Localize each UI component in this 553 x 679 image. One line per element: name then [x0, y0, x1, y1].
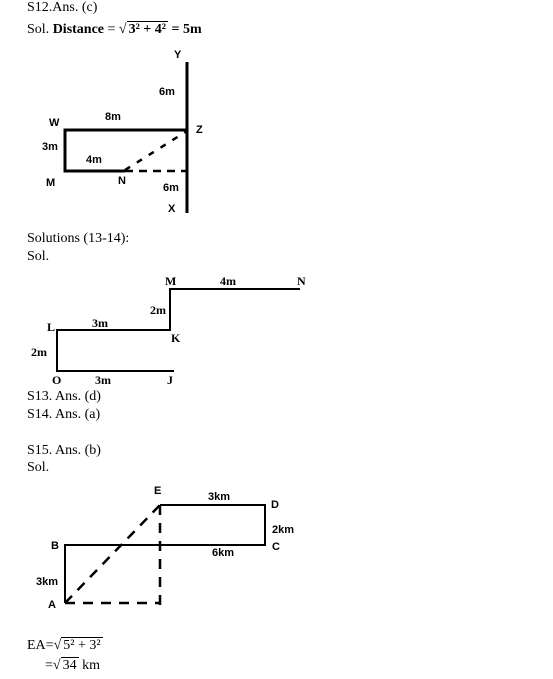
s15-answer: S15. Ans. (b) [27, 443, 101, 458]
ea-prefix: EA= [27, 638, 54, 653]
label-3km-ab: 3km [36, 576, 59, 588]
label-L2: L [47, 320, 56, 334]
sqrt-symbol: √ [53, 638, 62, 653]
label-4m: 4m [86, 154, 102, 166]
label-A3: A [48, 599, 56, 611]
sol-prefix: Sol. [27, 22, 50, 37]
formula-label: Distance [52, 22, 105, 37]
s12-solution-line: Sol. Distance = √3² + 4² = 5m [27, 21, 202, 38]
label-3m-oj: 3m [95, 373, 111, 387]
label-O2: O [52, 373, 62, 387]
label-K2: K [171, 331, 181, 345]
label-2m-lo: 2m [31, 345, 47, 359]
ea-line-2: =√34 km [45, 657, 100, 674]
label-N2: N [297, 274, 306, 288]
label-6m-top: 6m [159, 86, 175, 98]
ea-unit: km [82, 658, 100, 673]
sqrt-symbol: √ [52, 658, 61, 673]
label-M: M [46, 177, 56, 189]
label-Z: Z [196, 124, 203, 136]
label-2km: 2km [272, 524, 295, 536]
label-B3: B [51, 540, 59, 552]
label-N: N [118, 175, 126, 187]
label-3km: 3km [208, 491, 231, 503]
label-M2: M [165, 274, 177, 288]
solutions-13-14-heading: Solutions (13-14): [27, 231, 130, 246]
label-3m: 3m [42, 141, 58, 153]
ea-radical-1: 5² + 3² [61, 637, 103, 653]
s13-answer: S13. Ans. (d) [27, 389, 101, 404]
radical: 3² + 4² [126, 21, 168, 37]
s14-answer: S14. Ans. (a) [27, 407, 101, 422]
label-4m-2: 4m [220, 274, 236, 288]
label-Y: Y [174, 49, 182, 61]
label-J2: J [167, 373, 173, 387]
label-6m-bottom: 6m [163, 182, 179, 194]
s12-answer: S12.Ans. (c) [27, 0, 98, 15]
ea-eq2: = [45, 658, 53, 673]
label-6km: 6km [212, 547, 235, 559]
label-C3: C [272, 541, 280, 553]
label-E3: E [154, 485, 162, 497]
ea-line-1: EA=√5² + 3² [27, 637, 103, 654]
label-W: W [49, 117, 60, 129]
ea-radical-2: 34 [60, 657, 79, 673]
label-2m-mk: 2m [150, 303, 166, 317]
sol-label-2: Sol. [27, 249, 50, 264]
label-D3: D [271, 499, 279, 511]
label-3m-lk: 3m [92, 316, 108, 330]
label-8m: 8m [105, 111, 121, 123]
sqrt-symbol: √ [118, 22, 127, 37]
formula-eq: = [107, 22, 116, 37]
label-X: X [168, 203, 176, 215]
sol-label-3: Sol. [27, 460, 50, 475]
result: = 5m [171, 22, 202, 37]
